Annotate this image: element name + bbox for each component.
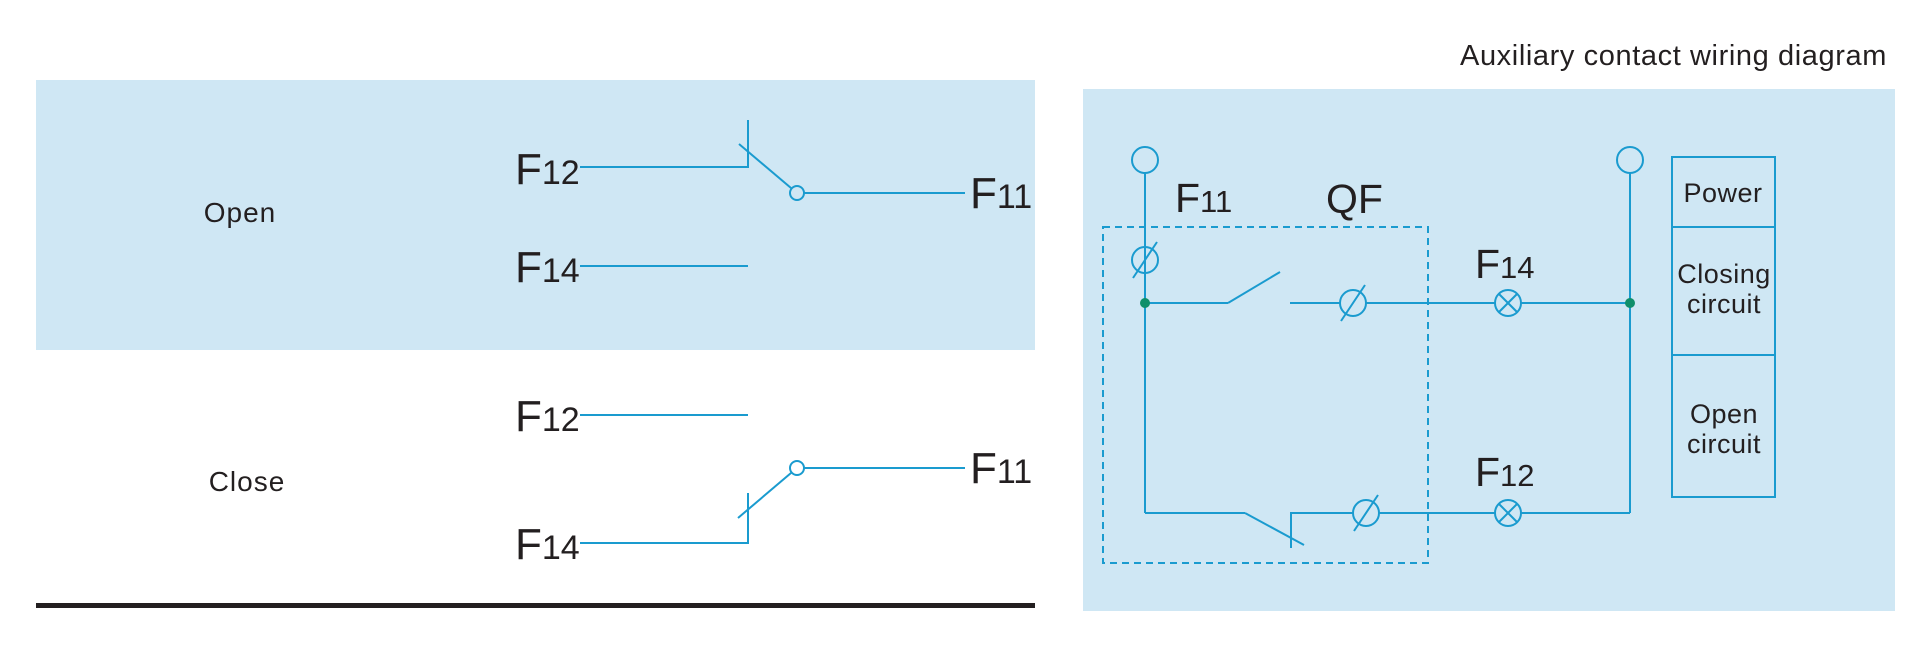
legend-open-label-line1: Open <box>1690 399 1758 429</box>
legend-open-box <box>1671 354 1776 498</box>
open-terminal-f14: F14 <box>515 243 580 292</box>
lamp-label-f12: F12 <box>1475 449 1535 495</box>
close-state-label: Close <box>209 466 286 497</box>
open-f12-wire <box>580 120 749 168</box>
close-state-contact: F12 F11 F14 <box>515 392 1032 569</box>
upper-marker-slash <box>1340 284 1366 322</box>
open-terminal-f11: F11 <box>970 169 1032 218</box>
breaker-dashed-box <box>1102 226 1429 564</box>
wiring-panel <box>1083 89 1895 611</box>
close-terminal-f11: F11 <box>970 444 1032 493</box>
open-switch-blade <box>738 143 792 189</box>
bottom-rule <box>36 603 1035 608</box>
close-terminal-f14: F14 <box>515 520 580 569</box>
right-junction-node <box>1625 298 1635 308</box>
lower-lamp-cross-b <box>1498 503 1518 523</box>
left-junction-node <box>1140 298 1150 308</box>
lower-marker-slash <box>1353 494 1379 532</box>
left-marker-slash <box>1132 241 1158 279</box>
circuit-legend: Power Closing circuit Open circuit <box>1671 156 1776 498</box>
close-pivot-node <box>789 460 805 476</box>
close-switch-blade <box>737 472 792 519</box>
close-terminal-f12: F12 <box>515 392 580 441</box>
legend-closing-label-line1: Closing <box>1677 259 1771 289</box>
lower-contact-post <box>1290 512 1353 548</box>
open-state-panel <box>36 80 1035 350</box>
open-terminal-f12: F12 <box>515 145 580 194</box>
open-state-contact: F12 F11 F14 <box>515 120 1032 292</box>
breaker-label-qf: QF <box>1326 176 1383 222</box>
open-state-label: Open <box>204 197 277 228</box>
state-diagrams: Open Close F12 F11 F14 F12 <box>36 80 1035 608</box>
page-title: Auxiliary contact wiring diagram <box>1460 40 1887 72</box>
switch-label-f11: F11 <box>1175 175 1232 221</box>
upper-switch-blade <box>1227 271 1281 304</box>
legend-closing-label-line2: circuit <box>1687 289 1761 319</box>
left-terminal-marker <box>1131 246 1159 274</box>
lamp-label-f14: F14 <box>1475 241 1535 287</box>
wiring-diagram: F11 QF F14 F12 Power Closing circuit Ope… <box>1083 89 1895 611</box>
legend-power-label: Power <box>1683 178 1762 208</box>
close-f14-wire <box>580 493 749 544</box>
upper-lamp-cross-b <box>1498 293 1518 313</box>
legend-open-label-line2: circuit <box>1687 429 1761 459</box>
lower-switch-blade <box>1244 512 1305 546</box>
